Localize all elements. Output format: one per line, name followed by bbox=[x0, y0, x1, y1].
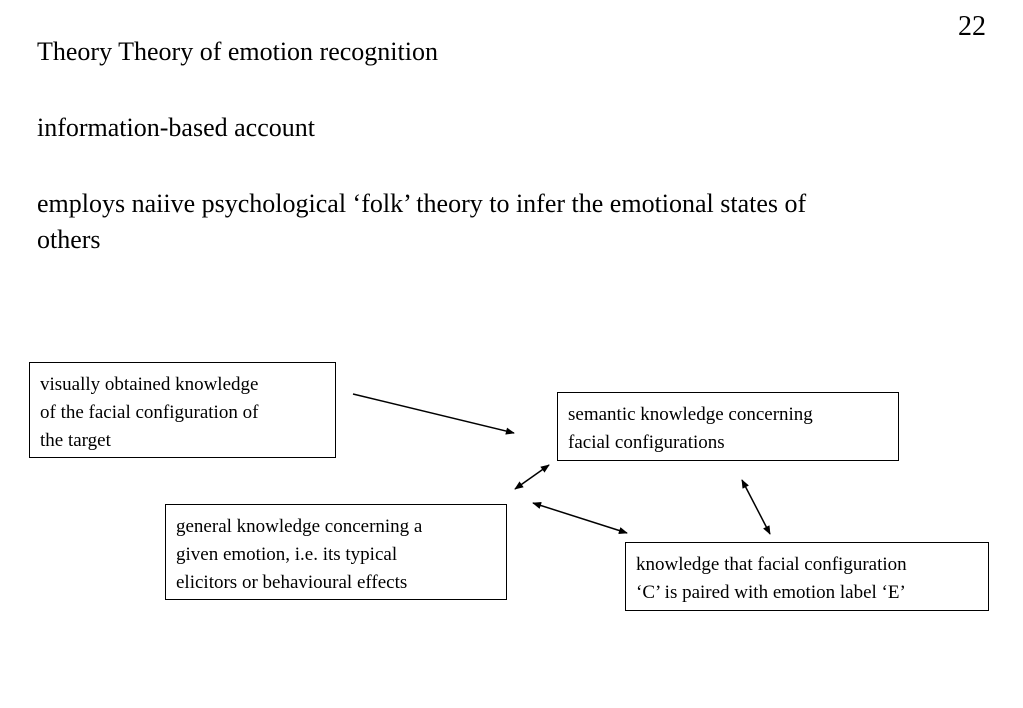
slide-title: Theory Theory of emotion recognition bbox=[37, 37, 438, 66]
arrow-visual-to-center bbox=[352, 393, 515, 435]
arrow-semantic-pairing bbox=[741, 479, 771, 535]
slide-number: 22 bbox=[958, 11, 986, 42]
semantic-knowledge-box: semantic knowledge concerning facial con… bbox=[557, 392, 899, 461]
description-line-2: others bbox=[37, 225, 101, 254]
slide-subtitle: information-based account bbox=[37, 113, 315, 142]
arrow-general-pairing bbox=[532, 502, 628, 534]
pairing-knowledge-box: knowledge that facial configuration ‘C’ … bbox=[625, 542, 989, 611]
general-knowledge-box: general knowledge concerning a given emo… bbox=[165, 504, 507, 600]
description-line-1: employs naiive psychological ‘folk’ theo… bbox=[37, 189, 807, 218]
arrow-semantic-general bbox=[514, 464, 550, 490]
visual-knowledge-box: visually obtained knowledge of the facia… bbox=[29, 362, 336, 458]
